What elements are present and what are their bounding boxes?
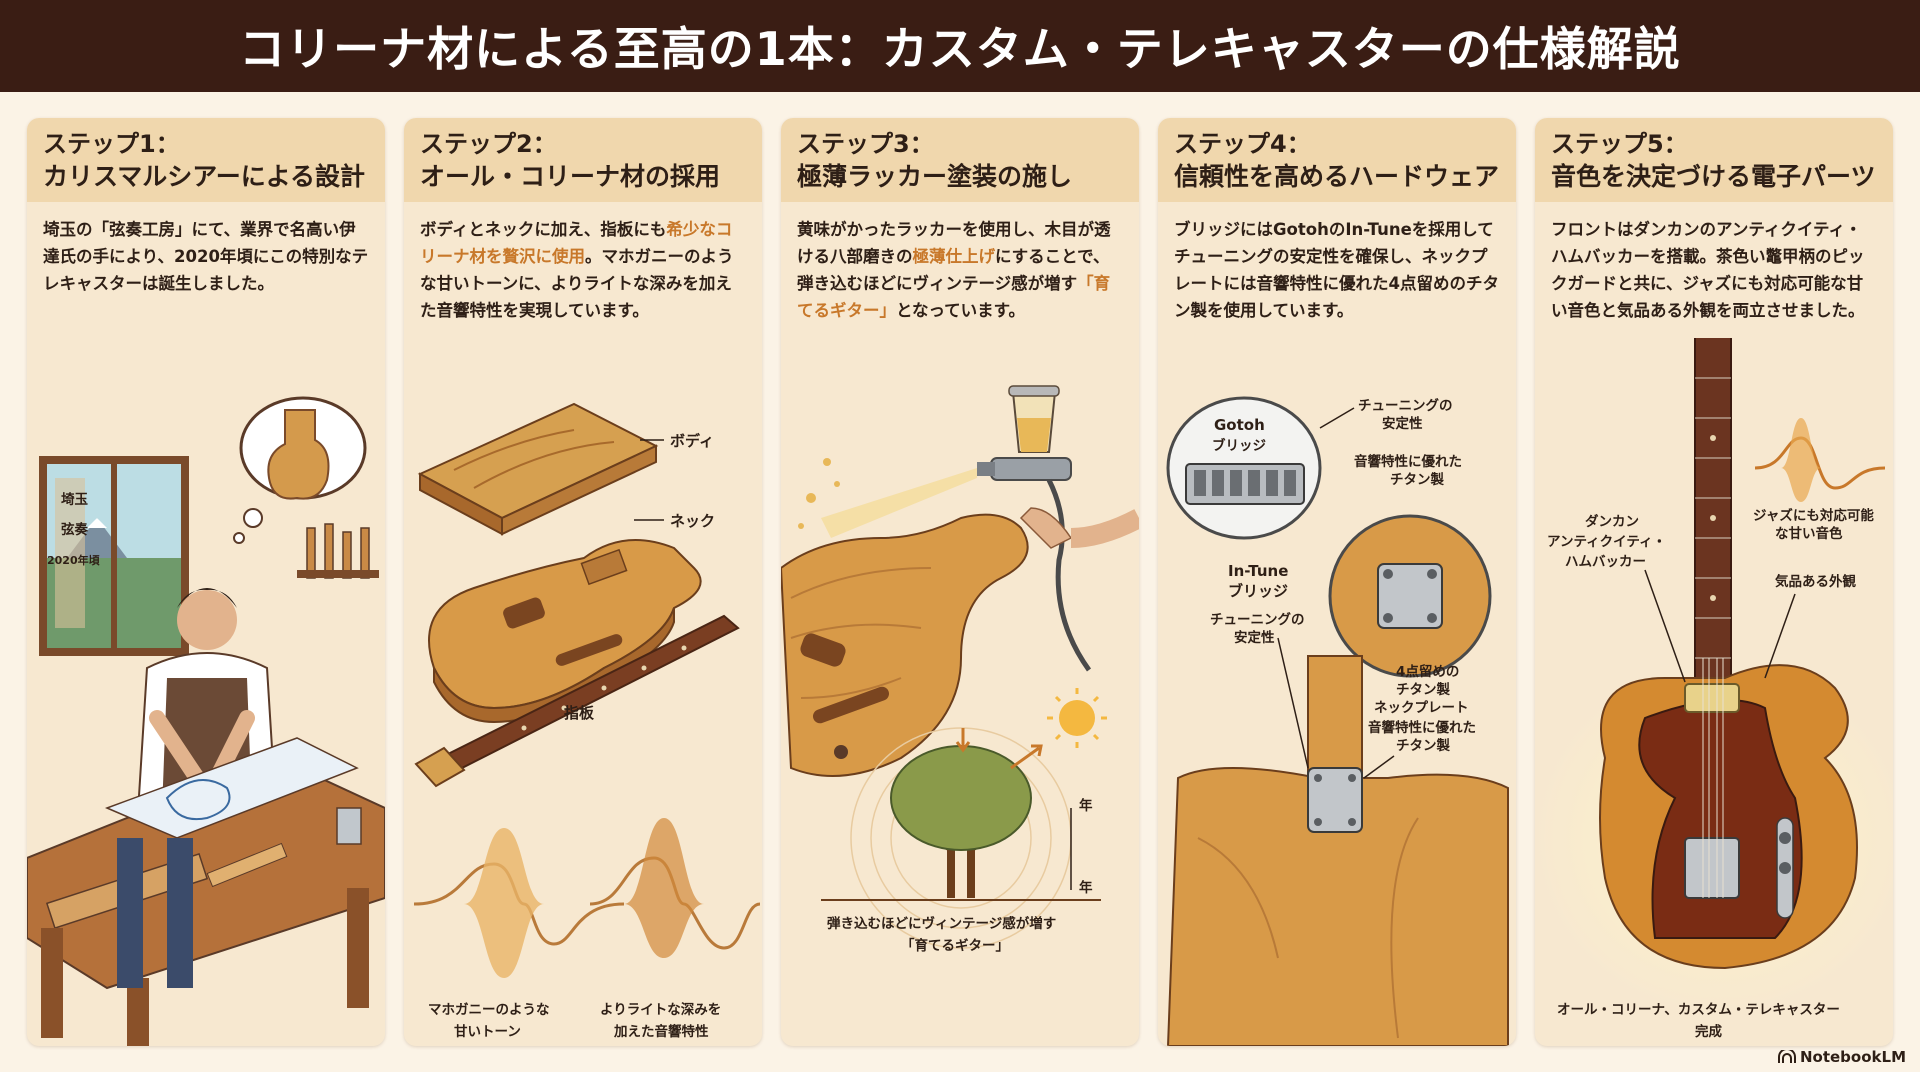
- tuning-b-label-1: チューニングの: [1210, 611, 1305, 628]
- window-sign: 埼玉 弦奏 2020年頃: [47, 478, 101, 628]
- gotoh-label-1: Gotoh: [1214, 416, 1265, 434]
- header-bar: コリーナ材による至高の1本：カスタム・テレキャスターの仕様解説: [0, 0, 1920, 92]
- neck-plate-callout: [1328, 514, 1492, 678]
- duncan-label-1: ダンカン: [1585, 513, 1639, 530]
- guitar-neck: [1694, 338, 1732, 689]
- desc-highlight: 「育てるギター」: [797, 274, 1111, 320]
- step-number: ステップ3：: [797, 130, 934, 158]
- page-title: コリーナ材による至高の1本：カスタム・テレキャスターの仕様解説: [239, 22, 1681, 76]
- step-description: ボディとネックに加え、指板にも希少なコリーナ材を贅沢に使用。マホガニーのような甘…: [404, 202, 762, 332]
- guitar-neck: [414, 614, 740, 788]
- label-body: ボディ: [670, 432, 714, 450]
- panel-header: ステップ5： 音色を決定づける電子パーツ: [1535, 118, 1893, 202]
- lacquer-illustration: 年 年 弾き込むほどにヴィンテージ感が増す 「育てるギター」: [781, 338, 1139, 1046]
- luthier-illustration: 埼玉 弦奏 2020年頃: [27, 338, 385, 1046]
- tuning-label-2: 安定性: [1382, 415, 1423, 432]
- plate-label-2: チタン製: [1396, 681, 1450, 698]
- brand-watermark: NotebookLM: [1777, 1048, 1906, 1066]
- year-label-top: 年: [1079, 797, 1093, 814]
- label-fingerboard: 指板: [564, 704, 595, 722]
- jazz-label-1: ジャズにも対応可能: [1753, 507, 1874, 524]
- step-title: オール・コリーナ材の採用: [420, 162, 721, 191]
- guitar-body: [1599, 658, 1858, 970]
- growing-tree-icon: [821, 727, 1101, 949]
- tuning-b-label-2: 安定性: [1234, 629, 1275, 646]
- step-description: フロントはダンカンのアンティクイティ・ハムバッカーを搭載。茶色い鼈甲柄のピックガ…: [1551, 220, 1865, 320]
- desc-part: にすることで、弾き込むほどにヴィンテージ感が増す: [797, 247, 1110, 293]
- duncan-label-2: アンティクイティ・: [1547, 534, 1666, 550]
- sign-year: 2020年頃: [47, 553, 101, 567]
- step-description: 埼玉の「弦奏工房」にて、業界で名高い伊達氏の手により、2020年頃にこの特別なテ…: [43, 220, 369, 293]
- caption-line-1: 弾き込むほどにヴィンテージ感が増す: [827, 915, 1056, 932]
- titan-label-1: 音響特性に優れた: [1354, 453, 1462, 470]
- desc-highlight: 極薄仕上げ: [912, 247, 996, 266]
- step-number: ステップ4：: [1174, 130, 1311, 158]
- step-title: 信頼性を高めるハードウェア: [1174, 162, 1500, 191]
- final-label-1: オール・コリーナ、カスタム・テレキャスター: [1557, 1002, 1840, 1018]
- intune-label-1: In-Tune: [1228, 562, 1288, 580]
- desc-highlight: 希少なコリーナ材を贅沢に使用: [420, 220, 733, 266]
- sign-saitama: 埼玉: [61, 491, 88, 508]
- sun-icon: [1047, 688, 1107, 748]
- step-panel-4: ステップ4： 信頼性を高めるハードウェア ブリッジにはGotohのIn-Tune…: [1158, 118, 1516, 1046]
- bridge-callout: Gotoh ブリッジ: [1166, 396, 1322, 540]
- plate-label-5: チタン製: [1396, 737, 1450, 754]
- year-label-bottom: 年: [1079, 879, 1093, 896]
- jazz-label-2: な甘い音色: [1775, 525, 1843, 542]
- step-number: ステップ5：: [1551, 130, 1688, 158]
- steps-container: ステップ1： カリスマルシアーによる設計 埼玉の「弦奏工房」にて、業界で名高い伊…: [27, 118, 1893, 1046]
- step-description: 黄味がかったラッカーを使用し、木目が透ける八部磨きの極薄仕上げにすることで、弾き…: [781, 202, 1139, 332]
- plate-label-3: ネックプレート: [1374, 700, 1469, 716]
- elegant-label: 気品ある外観: [1775, 573, 1856, 590]
- desc-part: 黄味がかったラッカーを使用し、木目が透ける八部磨きの: [797, 220, 1111, 266]
- sound-wave-icon: [1754, 418, 1886, 502]
- spray-gun-icon: [977, 385, 1139, 672]
- brand-name: NotebookLM: [1799, 1048, 1906, 1066]
- duncan-label-3: ハムバッカー: [1565, 554, 1646, 570]
- panel-header: ステップ3： 極薄ラッカー塗装の施し: [781, 118, 1139, 202]
- intune-label-2: ブリッジ: [1228, 582, 1288, 600]
- label-neck: ネック: [670, 512, 715, 530]
- step-panel-5: ステップ5： 音色を決定づける電子パーツ フロントはダンカンのアンティクイティ・…: [1535, 118, 1893, 1046]
- plate-label-4: 音響特性に優れた: [1368, 719, 1476, 736]
- desc-part: ボディとネックに加え、指板にも: [420, 220, 667, 239]
- sign-gensou: 弦奏: [61, 521, 88, 538]
- caption-line-2: 「育てるギター」: [901, 937, 1009, 954]
- step-description: ブリッジにはGotohのIn-Tuneを採用してチューニングの安定性を確保し、ネ…: [1174, 220, 1499, 320]
- body-blank: [417, 402, 659, 536]
- titan-label-2: チタン製: [1390, 471, 1444, 488]
- step-panel-2: ステップ2： オール・コリーナ材の採用 ボディとネックに加え、指板にも希少なコリ…: [404, 118, 762, 1046]
- tuning-label-1: チューニングの: [1358, 397, 1453, 414]
- step-title: 音色を決定づける電子パーツ: [1551, 162, 1876, 191]
- plate-label-1: 4点留めの: [1396, 663, 1459, 680]
- hardware-illustration: Gotoh ブリッジ チューニングの 安定性 音響特性に優れた チタン製: [1158, 338, 1516, 1046]
- panel-header: ステップ4： 信頼性を高めるハードウェア: [1158, 118, 1516, 202]
- notebooklm-logo-icon: [1777, 1050, 1796, 1063]
- desc-part: 。マホガニーのような甘いトーンに、よりライトな深みを加えた音響特性を実現していま…: [420, 247, 734, 320]
- step-number: ステップ1：: [43, 130, 180, 158]
- wave-left-label-1: マホガニーのような: [428, 1002, 550, 1018]
- gotoh-label-2: ブリッジ: [1212, 437, 1266, 454]
- sound-wave-right: [589, 818, 761, 958]
- lacquered-body: [781, 513, 1029, 777]
- finished-guitar-illustration: ダンカン アンティクイティ・ ハムバッカー ジャズにも対応可能 な甘い音色 気品…: [1535, 338, 1893, 1046]
- step-panel-3: ステップ3： 極薄ラッカー塗装の施し 黄味がかったラッカーを使用し、木目が透ける…: [781, 118, 1139, 1046]
- sound-wave-left: [413, 828, 625, 978]
- step-title: カリスマルシアーによる設計: [43, 162, 366, 191]
- guitar-back: [1166, 655, 1509, 1046]
- panel-header: ステップ2： オール・コリーナ材の採用: [404, 118, 762, 202]
- step-panel-1: ステップ1： カリスマルシアーによる設計 埼玉の「弦奏工房」にて、業界で名高い伊…: [27, 118, 385, 1046]
- step-number: ステップ2：: [420, 130, 557, 158]
- panel-header: ステップ1： カリスマルシアーによる設計: [27, 118, 385, 202]
- wave-right-label-1: よりライトな深みを: [600, 1001, 721, 1018]
- guitar-body: [428, 539, 702, 724]
- wave-right-label-2: 加えた音響特性: [613, 1023, 709, 1040]
- step-title: 極薄ラッカー塗装の施し: [797, 162, 1073, 191]
- final-label-2: 完成: [1695, 1023, 1723, 1040]
- wood-parts-illustration: ボディ ネック 指: [404, 338, 762, 1046]
- desc-part: となっています。: [896, 301, 1026, 320]
- wave-left-label-2: 甘いトーン: [454, 1023, 521, 1040]
